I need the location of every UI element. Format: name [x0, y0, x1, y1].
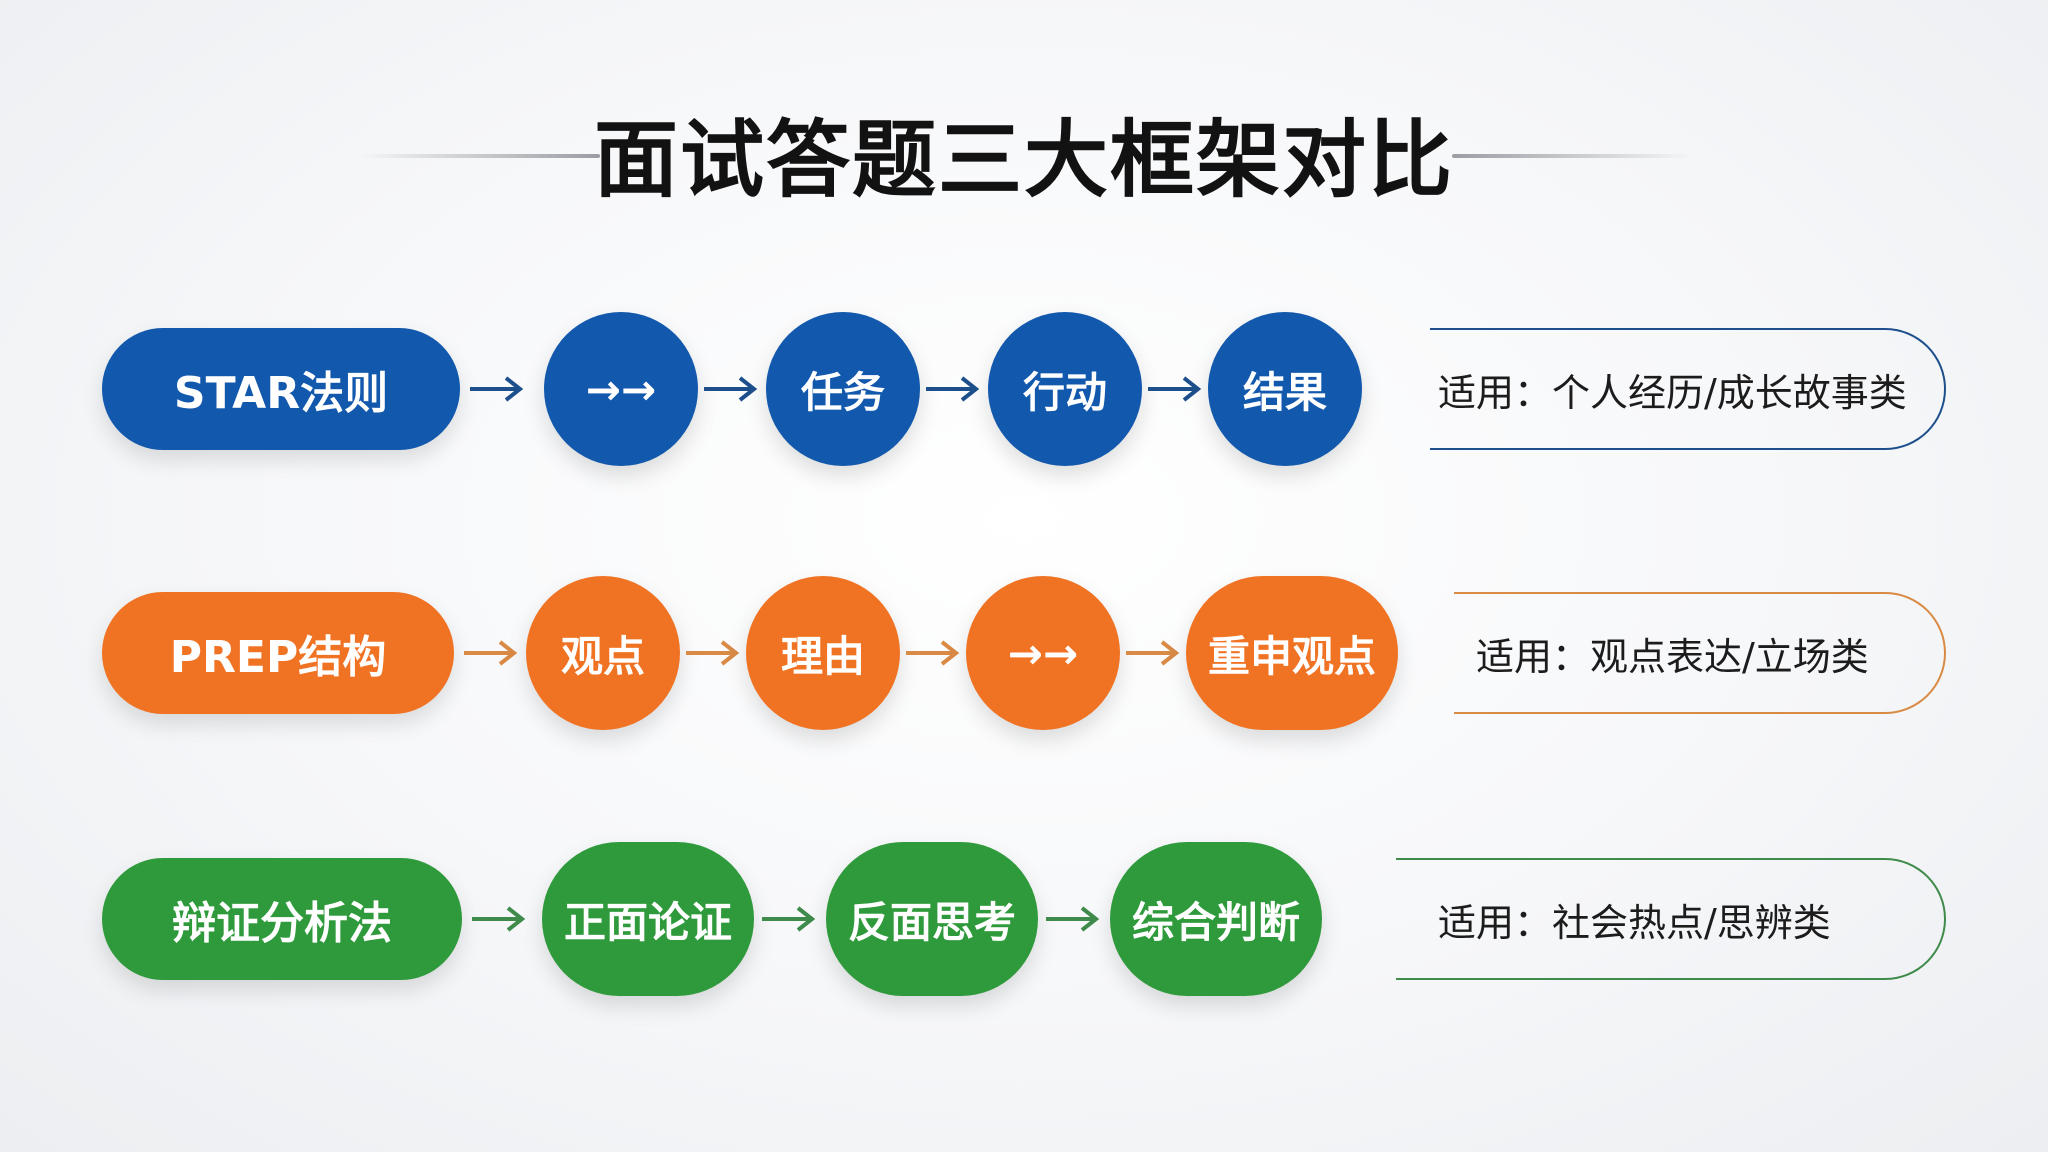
- star-step-3: 行动: [988, 312, 1142, 466]
- star-step-1: →→: [544, 312, 698, 466]
- dialectical-step-2: 反面思考: [826, 842, 1038, 996]
- dialectical-step-1: 正面论证: [542, 842, 754, 996]
- dialectical-note: 适用：社会热点/思辨类: [1396, 858, 1946, 980]
- framework-label-dialectical: 辩证分析法: [102, 858, 462, 980]
- arrow-icon: [1124, 638, 1180, 668]
- dialectical-step-3: 综合判断: [1110, 842, 1322, 996]
- prep-note: 适用：观点表达/立场类: [1454, 592, 1946, 714]
- title-divider-right: [1452, 154, 1692, 158]
- prep-step-2: 理由: [746, 576, 900, 730]
- star-step-4: 结果: [1208, 312, 1362, 466]
- arrow-icon: [470, 904, 526, 934]
- arrow-icon: [760, 904, 816, 934]
- star-note: 适用：个人经历/成长故事类: [1430, 328, 1946, 450]
- arrow-icon: [1146, 374, 1202, 404]
- arrow-icon: [904, 638, 960, 668]
- title-divider-left: [360, 154, 600, 158]
- prep-step-1: 观点: [526, 576, 680, 730]
- arrow-icon: [462, 638, 518, 668]
- prep-step-4: 重申观点: [1186, 576, 1398, 730]
- title-area: 面试答题三大框架对比: [0, 100, 2048, 210]
- framework-label-star: STAR法则: [102, 328, 460, 450]
- star-note-text: 适用：个人经历/成长故事类: [1438, 370, 1907, 415]
- arrow-icon: [468, 374, 524, 404]
- arrow-icon: [702, 374, 758, 404]
- prep-step-3: →→: [966, 576, 1120, 730]
- arrow-icon: [684, 638, 740, 668]
- arrow-icon: [1044, 904, 1100, 934]
- framework-label-prep: PREP结构: [102, 592, 454, 714]
- page-title: 面试答题三大框架对比: [593, 111, 1454, 209]
- arrow-icon: [924, 374, 980, 404]
- dialectical-note-text: 适用：社会热点/思辨类: [1438, 900, 1831, 945]
- star-step-2: 任务: [766, 312, 920, 466]
- prep-note-text: 适用：观点表达/立场类: [1476, 634, 1869, 679]
